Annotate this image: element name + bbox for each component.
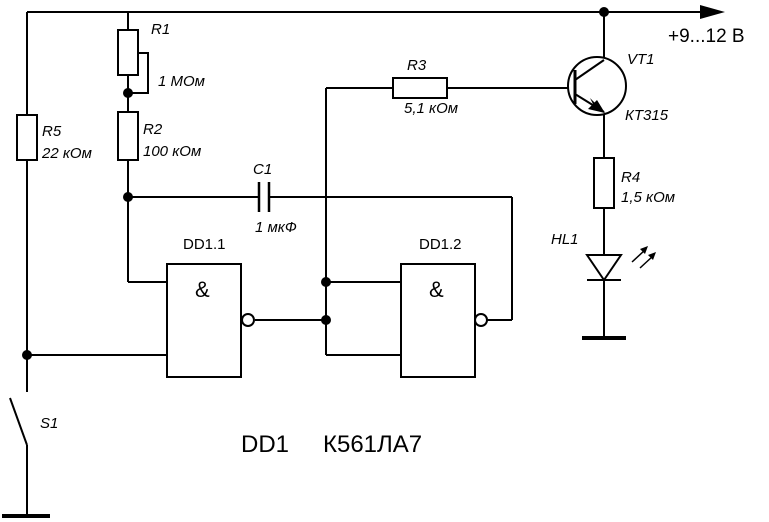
dd1-1-ref: DD1.1 bbox=[183, 236, 226, 253]
r2-ref: R2 bbox=[143, 121, 163, 138]
resistor-r2 bbox=[117, 111, 139, 161]
junction-dot bbox=[599, 7, 609, 17]
junction-dot bbox=[123, 192, 133, 202]
r1-ref: R1 bbox=[151, 21, 170, 38]
capacitor-c1 bbox=[257, 182, 271, 212]
led-hl1 bbox=[585, 246, 656, 282]
resistor-r4 bbox=[593, 157, 615, 209]
gate-dd1-1 bbox=[166, 263, 255, 378]
r3-ref: R3 bbox=[407, 57, 427, 74]
hl1-ref: HL1 bbox=[551, 231, 579, 248]
resistor-r3 bbox=[392, 77, 448, 99]
supply-voltage-label: +9...12 В bbox=[668, 26, 745, 47]
s1-ref: S1 bbox=[40, 415, 58, 432]
r4-ref: R4 bbox=[621, 169, 640, 186]
transistor-vt1 bbox=[567, 56, 627, 116]
c1-value: 1 мкФ bbox=[255, 219, 297, 236]
chip-name: DD1 bbox=[241, 431, 289, 458]
r4-value: 1,5 кОм bbox=[621, 189, 675, 206]
junction-dot bbox=[123, 88, 133, 98]
vt1-ref: VT1 bbox=[627, 51, 655, 68]
resistor-r5 bbox=[16, 114, 38, 161]
junction-dot bbox=[321, 277, 331, 287]
c1-ref: C1 bbox=[253, 161, 272, 178]
dd1-2-ref: DD1.2 bbox=[419, 236, 462, 253]
vt1-part: КТ315 bbox=[625, 107, 669, 124]
dd1-1-symbol: & bbox=[195, 277, 210, 302]
r1-value: 1 МОм bbox=[158, 73, 205, 90]
junction-dots bbox=[22, 7, 609, 360]
gate-dd1-2 bbox=[400, 263, 488, 378]
r3-value: 5,1 кОм bbox=[404, 100, 458, 117]
chip-part: К561ЛА7 bbox=[323, 431, 422, 458]
switch-s1[interactable] bbox=[9, 397, 28, 446]
r5-ref: R5 bbox=[42, 123, 62, 140]
resistor-r1 bbox=[117, 29, 139, 76]
junction-dot bbox=[321, 315, 331, 325]
r2-value: 100 кОм bbox=[143, 143, 201, 160]
wires bbox=[26, 5, 725, 515]
dd1-2-symbol: & bbox=[429, 277, 444, 302]
r5-value: 22 кОм bbox=[41, 145, 92, 162]
junction-dot bbox=[22, 350, 32, 360]
